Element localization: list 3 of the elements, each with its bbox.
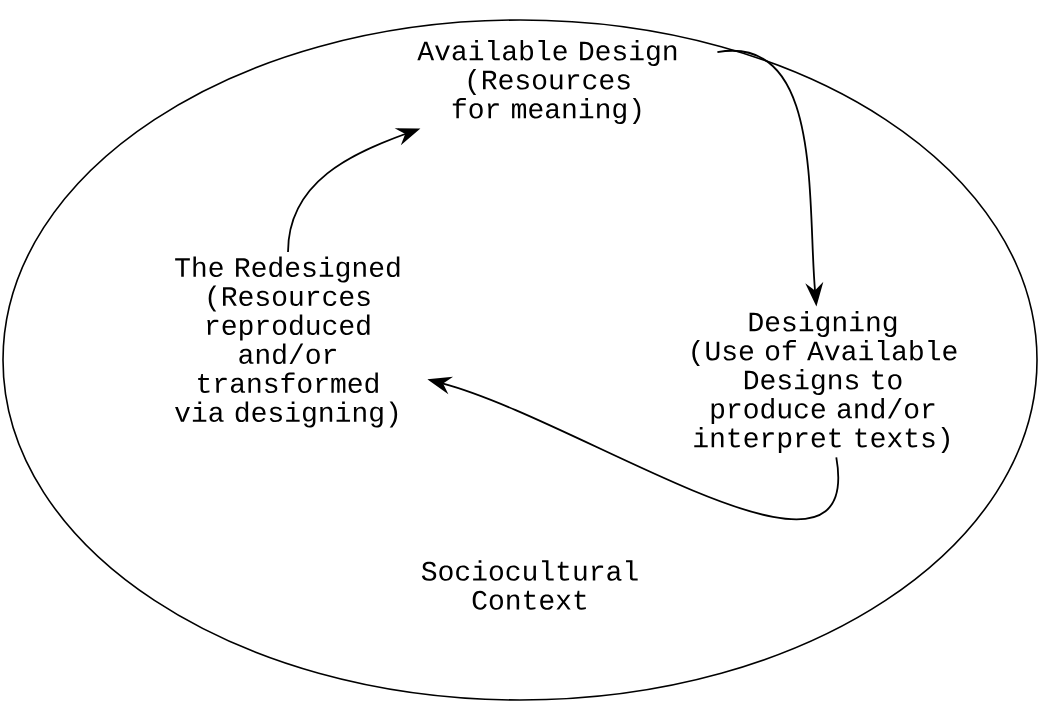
text-label: Available Design (Resources for meaning)	[417, 39, 677, 125]
text-label: Designing (Use of Available Designs to produce and/or interpret texts)	[692, 310, 957, 454]
text-label: The Redesigned (Resources reproduced and/or transformed via designing)	[175, 256, 400, 428]
